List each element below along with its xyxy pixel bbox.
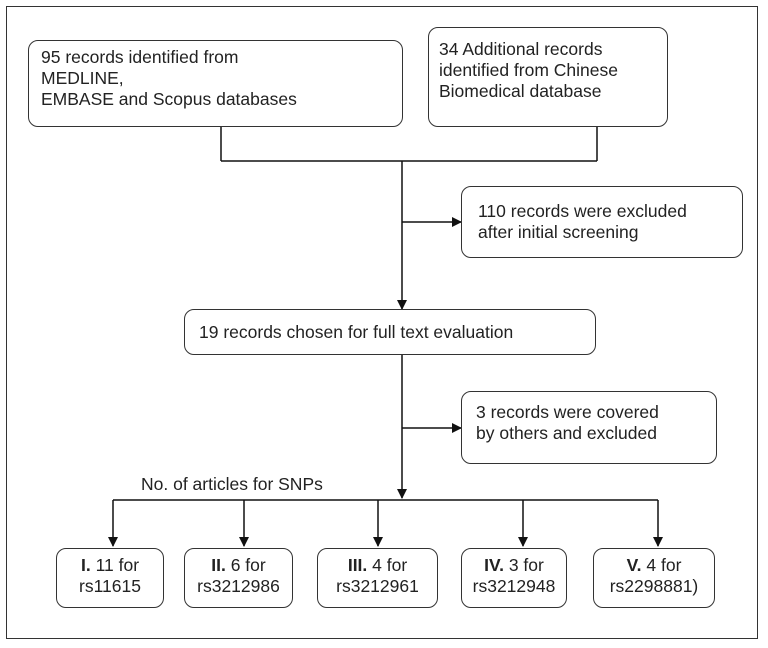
snp-2-id: rs3212986 bbox=[197, 576, 280, 596]
snp-3-id: rs3212961 bbox=[336, 576, 419, 596]
snp-3-text: 4 for bbox=[367, 555, 408, 575]
snp-box-1: I. 11 for rs11615 bbox=[56, 548, 164, 608]
source-left-line-1: 95 records identified from bbox=[41, 47, 239, 67]
source-left-line-2: MEDLINE, bbox=[41, 68, 124, 88]
snp-5-roman: V. bbox=[626, 555, 642, 575]
snp-2-text: 6 for bbox=[225, 555, 266, 575]
snp-4-id: rs3212948 bbox=[472, 576, 556, 596]
fulltext-box: 19 records chosen for full text evaluati… bbox=[184, 309, 596, 355]
exclusion1-line-1: 110 records were excluded bbox=[478, 201, 687, 221]
snp-box-4: IV. 3 for rs3212948 bbox=[461, 548, 567, 608]
snp-box-5: V. 4 for rs2298881) bbox=[593, 548, 715, 608]
fulltext-label: 19 records chosen for full text evaluati… bbox=[199, 322, 514, 342]
exclusion-box-screening: 110 records were excluded after initial … bbox=[461, 186, 743, 258]
snp-2-roman: II. bbox=[211, 555, 226, 575]
snp-5-id: rs2298881) bbox=[609, 576, 699, 596]
snp-5-text: 4 for bbox=[641, 555, 682, 575]
source-right-line-1: 34 Additional records bbox=[439, 39, 603, 59]
source-right-line-2: identified from Chinese bbox=[439, 60, 618, 80]
snp-1-id: rs11615 bbox=[79, 576, 141, 596]
exclusion1-line-2: after initial screening bbox=[478, 222, 639, 242]
snp-3-roman: III. bbox=[347, 555, 368, 575]
source-box-medline: 95 records identified from MEDLINE, EMBA… bbox=[28, 40, 403, 127]
source-right-line-3: Biomedical database bbox=[439, 81, 602, 101]
snp-4-text: 3 for bbox=[503, 555, 544, 575]
snp-4-roman: IV. bbox=[484, 555, 504, 575]
exclusion2-line-1: 3 records were covered bbox=[476, 402, 659, 422]
source-left-line-3: EMBASE and Scopus databases bbox=[41, 89, 297, 109]
exclusion2-line-2: by others and excluded bbox=[476, 423, 657, 443]
exclusion-box-covered: 3 records were covered by others and exc… bbox=[461, 391, 717, 464]
snp-1-roman: I. bbox=[80, 555, 91, 575]
snp-1-text: 11 for bbox=[90, 555, 140, 575]
snp-box-3: III. 4 for rs3212961 bbox=[317, 548, 438, 608]
source-box-chinese: 34 Additional records identified from Ch… bbox=[428, 27, 668, 127]
branch-label: No. of articles for SNPs bbox=[141, 474, 323, 494]
snp-box-2: II. 6 for rs3212986 bbox=[184, 548, 293, 608]
diagram-frame bbox=[6, 6, 758, 639]
